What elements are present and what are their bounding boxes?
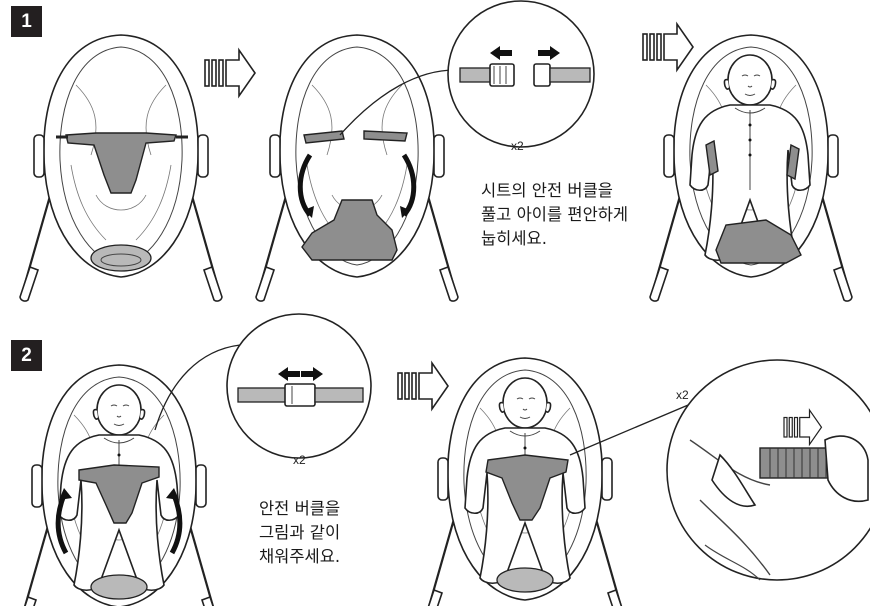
caption-line: 눕히세요. xyxy=(481,227,628,251)
multiplier-label: x2 xyxy=(511,139,524,153)
step-number-badge: 1 xyxy=(11,6,42,37)
caption-line: 그림과 같이 xyxy=(259,521,340,545)
next-step-arrow-icon xyxy=(398,363,448,409)
caption-line: 안전 버클을 xyxy=(259,497,340,521)
multiplier-label: x2 xyxy=(676,388,689,402)
bouncer-empty-with-harness xyxy=(20,35,222,301)
bouncer-harness-open xyxy=(256,35,458,301)
multiplier-label: x2 xyxy=(293,453,306,467)
step-2-caption: 안전 버클을 그림과 같이 채워주세요. xyxy=(259,497,340,569)
caption-line: 시트의 안전 버클을 xyxy=(481,179,628,203)
strap-tighten-detail xyxy=(570,360,870,580)
caption-line: 채워주세요. xyxy=(259,545,340,569)
bouncer-with-baby xyxy=(650,35,852,301)
next-step-arrow-icon xyxy=(205,50,255,96)
step-number-badge: 2 xyxy=(11,340,42,371)
caption-line: 풀고 아이를 편안하게 xyxy=(481,203,628,227)
next-step-arrow-icon xyxy=(643,24,693,70)
step-1-caption: 시트의 안전 버클을 풀고 아이를 편안하게 눕히세요. xyxy=(481,179,628,251)
bouncer-baby-buckling xyxy=(18,365,220,606)
bouncer-baby-buckled xyxy=(424,358,626,606)
